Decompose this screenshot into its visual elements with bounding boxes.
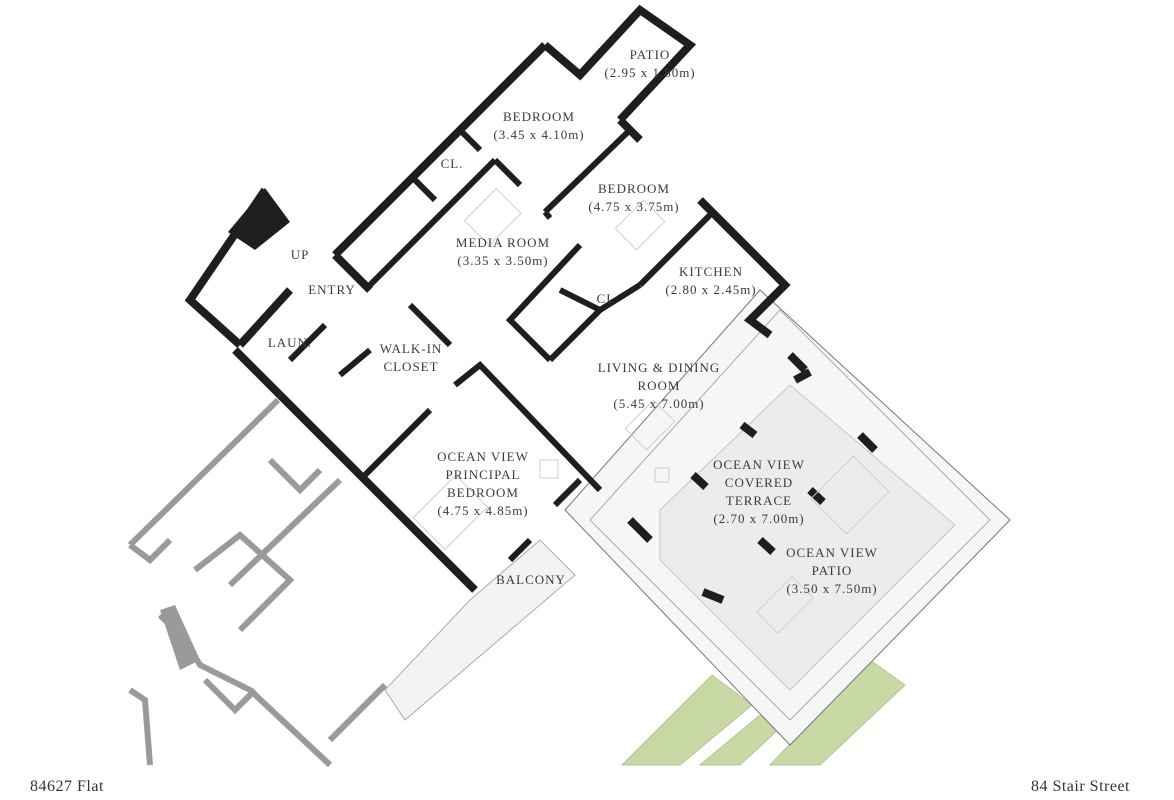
room-label-line: BALCONY: [496, 572, 566, 587]
label-kitchen: KITCHEN (2.80 x 2.45m): [665, 264, 756, 297]
room-label-line: (3.35 x 3.50m): [457, 253, 548, 268]
room-label-line: PATIO: [812, 563, 853, 578]
label-ocean-view-patio: OCEAN VIEW PATIO (3.50 x 7.50m): [786, 545, 878, 596]
label-closet-b: CL.: [597, 291, 620, 306]
room-label-line: OCEAN VIEW: [786, 545, 878, 560]
room-label-line: CL.: [441, 156, 464, 171]
room-label-line: ENTRY: [308, 282, 356, 297]
exterior-walls: [184, 4, 791, 593]
label-up: UP: [291, 247, 310, 262]
label-laundry: LAUN.: [268, 335, 312, 350]
room-label-line: WALK-IN: [380, 341, 443, 356]
label-media-room: MEDIA ROOM (3.35 x 3.50m): [456, 235, 550, 268]
room-labels: PATIO (2.95 x 1.80m) BEDROOM (3.45 x 4.10m…: [268, 47, 878, 596]
label-principal-bedroom: OCEAN VIEW PRINCIPAL BEDROOM (4.75 x 4.85m): [437, 449, 529, 518]
room-label-line: CLOSET: [383, 359, 438, 374]
interior-walls: [287, 127, 713, 563]
room-label-line: BEDROOM: [598, 181, 670, 196]
room-label-line: MEDIA ROOM: [456, 235, 550, 250]
label-closet-a: CL.: [441, 156, 464, 171]
room-label-line: PATIO: [630, 47, 671, 62]
footer-unit-name: 84627 Flat: [30, 778, 104, 795]
room-label-line: LAUN.: [268, 335, 312, 350]
room-label-line: OCEAN VIEW: [713, 457, 805, 472]
balcony-area: [384, 539, 576, 721]
label-balcony: BALCONY: [496, 572, 566, 587]
room-label-line: BEDROOM: [447, 485, 519, 500]
room-label-line: COVERED: [725, 475, 793, 490]
room-label-line: (4.75 x 4.85m): [437, 503, 528, 518]
furniture: [412, 188, 890, 634]
footer-address: 84 Stair Street: [1030, 778, 1130, 795]
label-entry: ENTRY: [308, 282, 356, 297]
label-covered-terrace: OCEAN VIEW COVERED TERRACE (2.70 x 7.00m): [713, 457, 805, 526]
label-patio: PATIO (2.95 x 1.80m): [604, 47, 695, 80]
room-label-line: (5.45 x 7.00m): [613, 396, 704, 411]
room-label-line: KITCHEN: [679, 264, 743, 279]
room-label-line: OCEAN VIEW: [437, 449, 529, 464]
room-label-line: (2.95 x 1.80m): [604, 65, 695, 80]
label-bedroom-top: BEDROOM (3.45 x 4.10m): [493, 109, 584, 142]
room-label-line: BEDROOM: [503, 109, 575, 124]
label-walk-in-closet: WALK-IN CLOSET: [380, 341, 443, 374]
room-label-line: (2.80 x 2.45m): [665, 282, 756, 297]
neighbor-unit: [127, 397, 388, 768]
ocean-view-patio-area: [564, 289, 1011, 746]
room-label-line: ROOM: [637, 378, 680, 393]
room-label-line: CL.: [597, 291, 620, 306]
room-label-line: TERRACE: [726, 493, 792, 508]
stair-void: [228, 188, 290, 250]
room-label-line: UP: [291, 247, 310, 262]
terrace-columns: [627, 352, 878, 604]
room-label-line: (3.45 x 4.10m): [493, 127, 584, 142]
room-label-line: LIVING & DINING: [598, 360, 721, 375]
label-living-dining: LIVING & DINING ROOM (5.45 x 7.00m): [598, 360, 721, 411]
room-label-line: (3.50 x 7.50m): [786, 581, 877, 596]
label-bedroom-mid: BEDROOM (4.75 x 3.75m): [588, 181, 679, 214]
room-label-line: (2.70 x 7.00m): [713, 511, 804, 526]
neighbor-stair: [160, 605, 200, 670]
room-label-line: (4.75 x 3.75m): [588, 199, 679, 214]
room-label-line: PRINCIPAL: [446, 467, 521, 482]
